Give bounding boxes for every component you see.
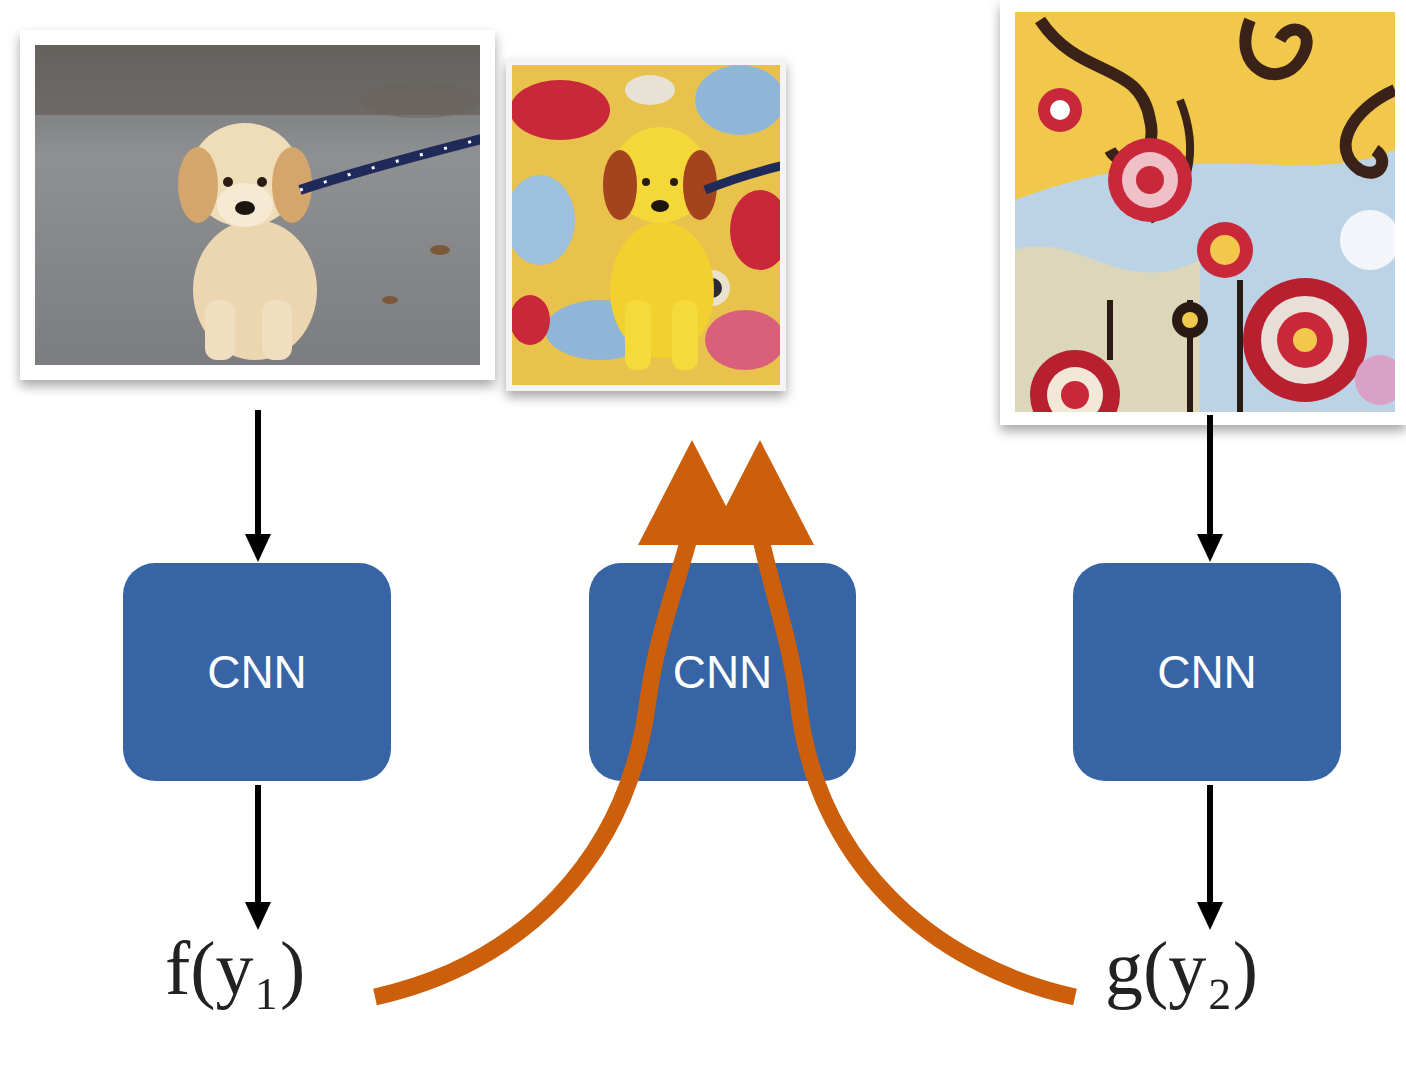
style-painting xyxy=(1000,0,1406,440)
box-label: CNN xyxy=(207,647,307,698)
content-photo xyxy=(20,30,495,380)
stylized-result xyxy=(505,59,790,391)
cnn-box: CNN xyxy=(123,563,391,781)
feature-label: g(y₂) xyxy=(1105,925,1258,1012)
orange-arrowhead xyxy=(638,440,814,545)
orange-arrow xyxy=(375,535,1075,997)
cnn-box: CNN xyxy=(1073,563,1341,781)
feature-label: f(y₁) xyxy=(165,925,305,1012)
box-label: CNN xyxy=(1157,647,1257,698)
cnn-box: CNN xyxy=(589,563,856,781)
box-label: CNN xyxy=(673,647,773,698)
